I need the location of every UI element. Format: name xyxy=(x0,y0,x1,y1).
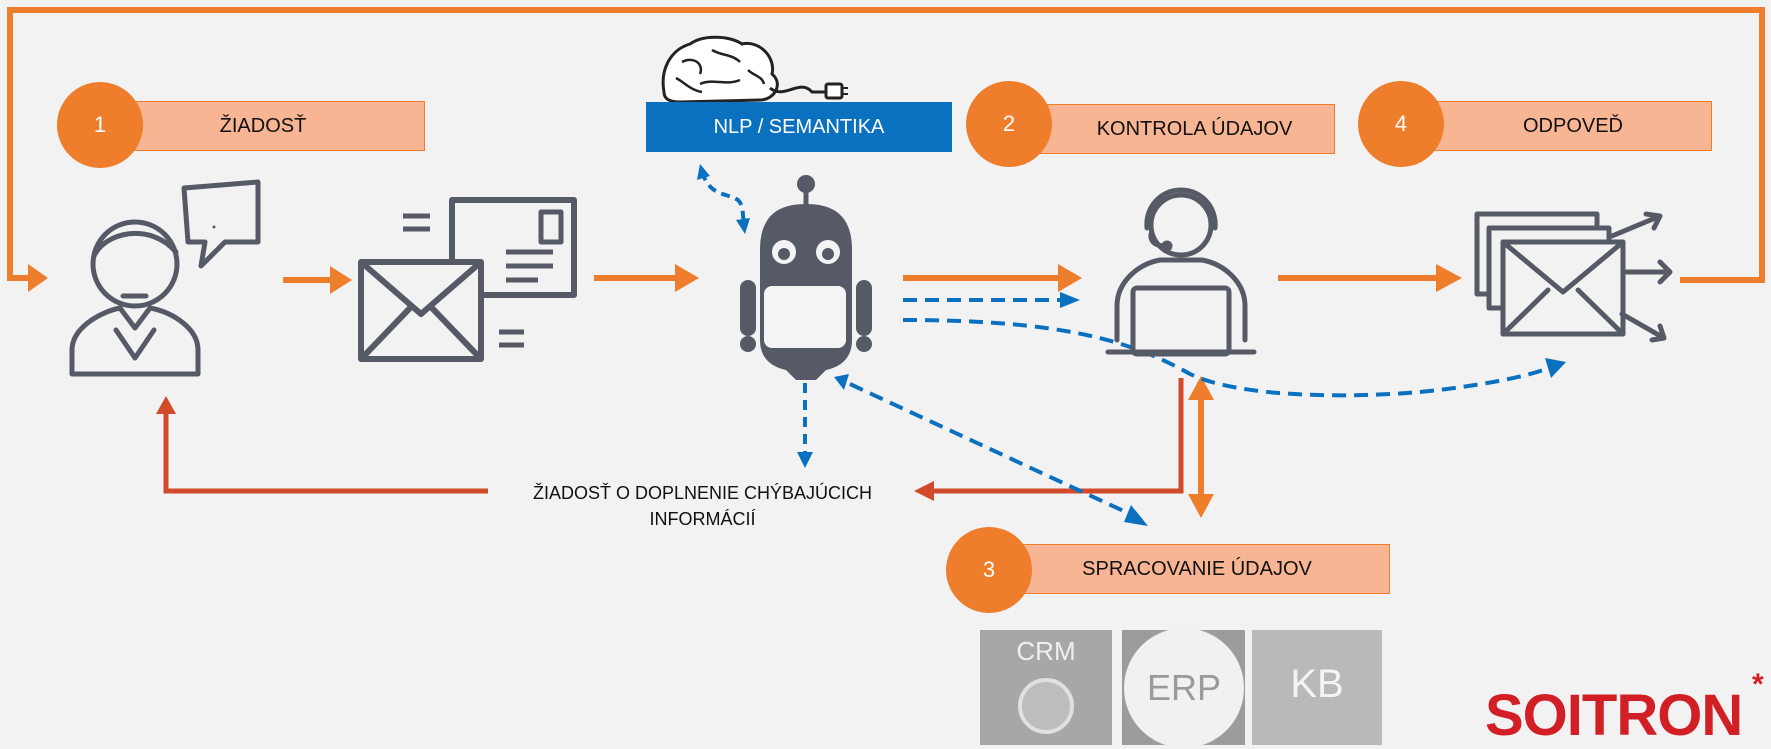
user-mouth-dot xyxy=(212,225,216,229)
mail-send-icon xyxy=(1474,211,1673,343)
kb-label: KB xyxy=(1290,662,1344,706)
logo-star-icon: * xyxy=(1752,668,1764,701)
step-1-badge: 1 xyxy=(57,82,143,168)
arrowhead-mail-to-robot xyxy=(675,264,699,292)
step-3-label-box: SPRACOVANIE ÚDAJOV xyxy=(990,544,1390,594)
dash-robot-to-response-head xyxy=(1545,358,1566,378)
step-4-badge: 4 xyxy=(1358,81,1444,167)
step-1-label-box: ŽIADOSŤ xyxy=(115,101,425,151)
dash-nlp-robot xyxy=(700,171,746,223)
mail-icon xyxy=(358,197,577,362)
arrowhead-down xyxy=(1188,494,1214,518)
dash-robot-processing-head-bottom xyxy=(1124,505,1148,526)
return-arrowhead-operator xyxy=(914,481,934,501)
step-4-number: 4 xyxy=(1394,111,1408,136)
step-2-label: KONTROLA ÚDAJOV xyxy=(1096,117,1293,140)
dash-robot-to-processing xyxy=(849,382,1131,516)
soitron-logo: SOITRON xyxy=(1485,683,1743,748)
loop-arrowhead xyxy=(28,264,48,292)
step-2-label-box: KONTROLA ÚDAJOV xyxy=(1020,104,1335,154)
return-arrow-operator xyxy=(933,378,1184,494)
arrowhead-request-to-mail xyxy=(330,266,352,294)
dash-nlp-arrowhead-top xyxy=(697,164,710,180)
dash-robot-processing-head-top xyxy=(834,374,849,390)
step-4-label: ODPOVEĎ xyxy=(1522,114,1624,137)
step-1-label: ŽIADOSŤ xyxy=(219,114,307,137)
return-arrow-request xyxy=(163,412,488,494)
dash-nlp-arrowhead-bottom xyxy=(736,218,750,234)
step-1-number: 1 xyxy=(93,112,107,137)
dash-robot-to-operator-head xyxy=(1060,292,1080,308)
nlp-semantics-box: NLP / SEMANTIKA xyxy=(646,102,952,152)
erp-circle: ERP xyxy=(1124,628,1244,748)
arrowhead-up xyxy=(1188,376,1214,400)
arrowhead-robot-to-operator xyxy=(1058,264,1082,292)
erp-label: ERP xyxy=(1146,667,1222,708)
kb-tile: KB xyxy=(1252,630,1382,745)
crm-user-icon xyxy=(1018,678,1074,734)
erp-tile: ERP xyxy=(1122,628,1245,748)
step-2-badge: 2 xyxy=(966,81,1052,167)
return-arrowhead-request xyxy=(156,396,176,414)
step-3-label: SPRACOVANIE ÚDAJOV xyxy=(1082,557,1312,580)
step-3-badge: 3 xyxy=(946,527,1032,613)
brain-icon xyxy=(661,35,848,104)
operator-laptop-icon xyxy=(1105,187,1257,357)
step-3-number: 3 xyxy=(982,557,996,582)
dash-robot-to-missing-head xyxy=(797,452,813,468)
step-2-number: 2 xyxy=(1002,111,1016,136)
step-4-label-box: ODPOVEĎ xyxy=(1400,101,1712,151)
crm-label: CRM xyxy=(1016,636,1076,666)
nlp-label: NLP / SEMANTIKA xyxy=(713,115,885,138)
user-speech-icon xyxy=(69,179,261,377)
missing-info-request-text: ŽIADOSŤ O DOPLNENIE CHÝBAJÚCICH INFORMÁC… xyxy=(532,483,873,529)
dash-robot-to-response xyxy=(902,318,1549,398)
robot-icon xyxy=(740,175,872,380)
crm-tile: CRM xyxy=(980,630,1112,745)
loop-arrow xyxy=(7,7,1765,283)
arrowhead-operator-to-response xyxy=(1436,264,1462,292)
